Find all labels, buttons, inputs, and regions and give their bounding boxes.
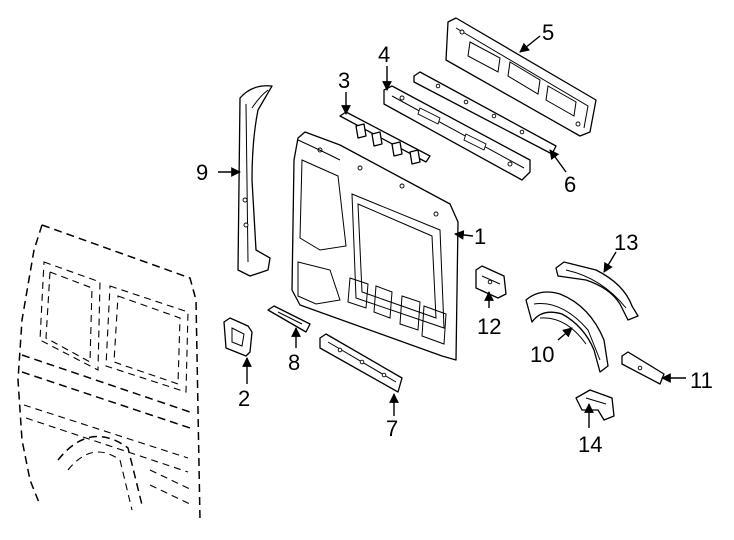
part-12-bracket (475, 265, 507, 299)
part-2-bracket (223, 317, 253, 357)
leader-10 (557, 327, 573, 341)
callout-labels: 1 2 3 4 5 6 7 8 9 10 11 12 13 14 (196, 20, 713, 457)
callout-1: 1 (474, 224, 486, 249)
callout-11: 11 (690, 368, 713, 393)
part-13-wheelhouse-upper (555, 261, 639, 321)
van-side-outline-ghost (17, 224, 201, 521)
leader-13 (603, 251, 617, 273)
part-10-wheelhouse-lower (525, 291, 609, 373)
part-3-upper-rail (339, 111, 431, 165)
leader-6 (549, 149, 567, 173)
callout-3: 3 (338, 68, 350, 93)
leader-1 (454, 230, 474, 240)
callout-13: 13 (614, 230, 638, 255)
callout-12: 12 (477, 314, 501, 339)
callout-6: 6 (564, 172, 576, 197)
callout-14: 14 (578, 432, 602, 457)
part-8-strip (267, 305, 311, 333)
callout-2: 2 (238, 386, 250, 411)
part-11-bracket (621, 351, 665, 385)
part-9-pillar (237, 85, 273, 277)
callout-8: 8 (288, 350, 300, 375)
callout-9: 9 (196, 160, 208, 185)
callout-4: 4 (378, 42, 390, 67)
part-4-cross-member (383, 85, 531, 181)
part-7-sill (319, 333, 403, 393)
callout-10: 10 (530, 342, 554, 367)
leader-lines (218, 35, 686, 428)
part-1-rear-panel (291, 131, 459, 361)
part-5-header-panel (445, 17, 597, 137)
leader-5 (519, 35, 541, 53)
part-14-bracket (575, 389, 615, 421)
callout-7: 7 (386, 416, 398, 441)
callout-5: 5 (542, 20, 554, 45)
